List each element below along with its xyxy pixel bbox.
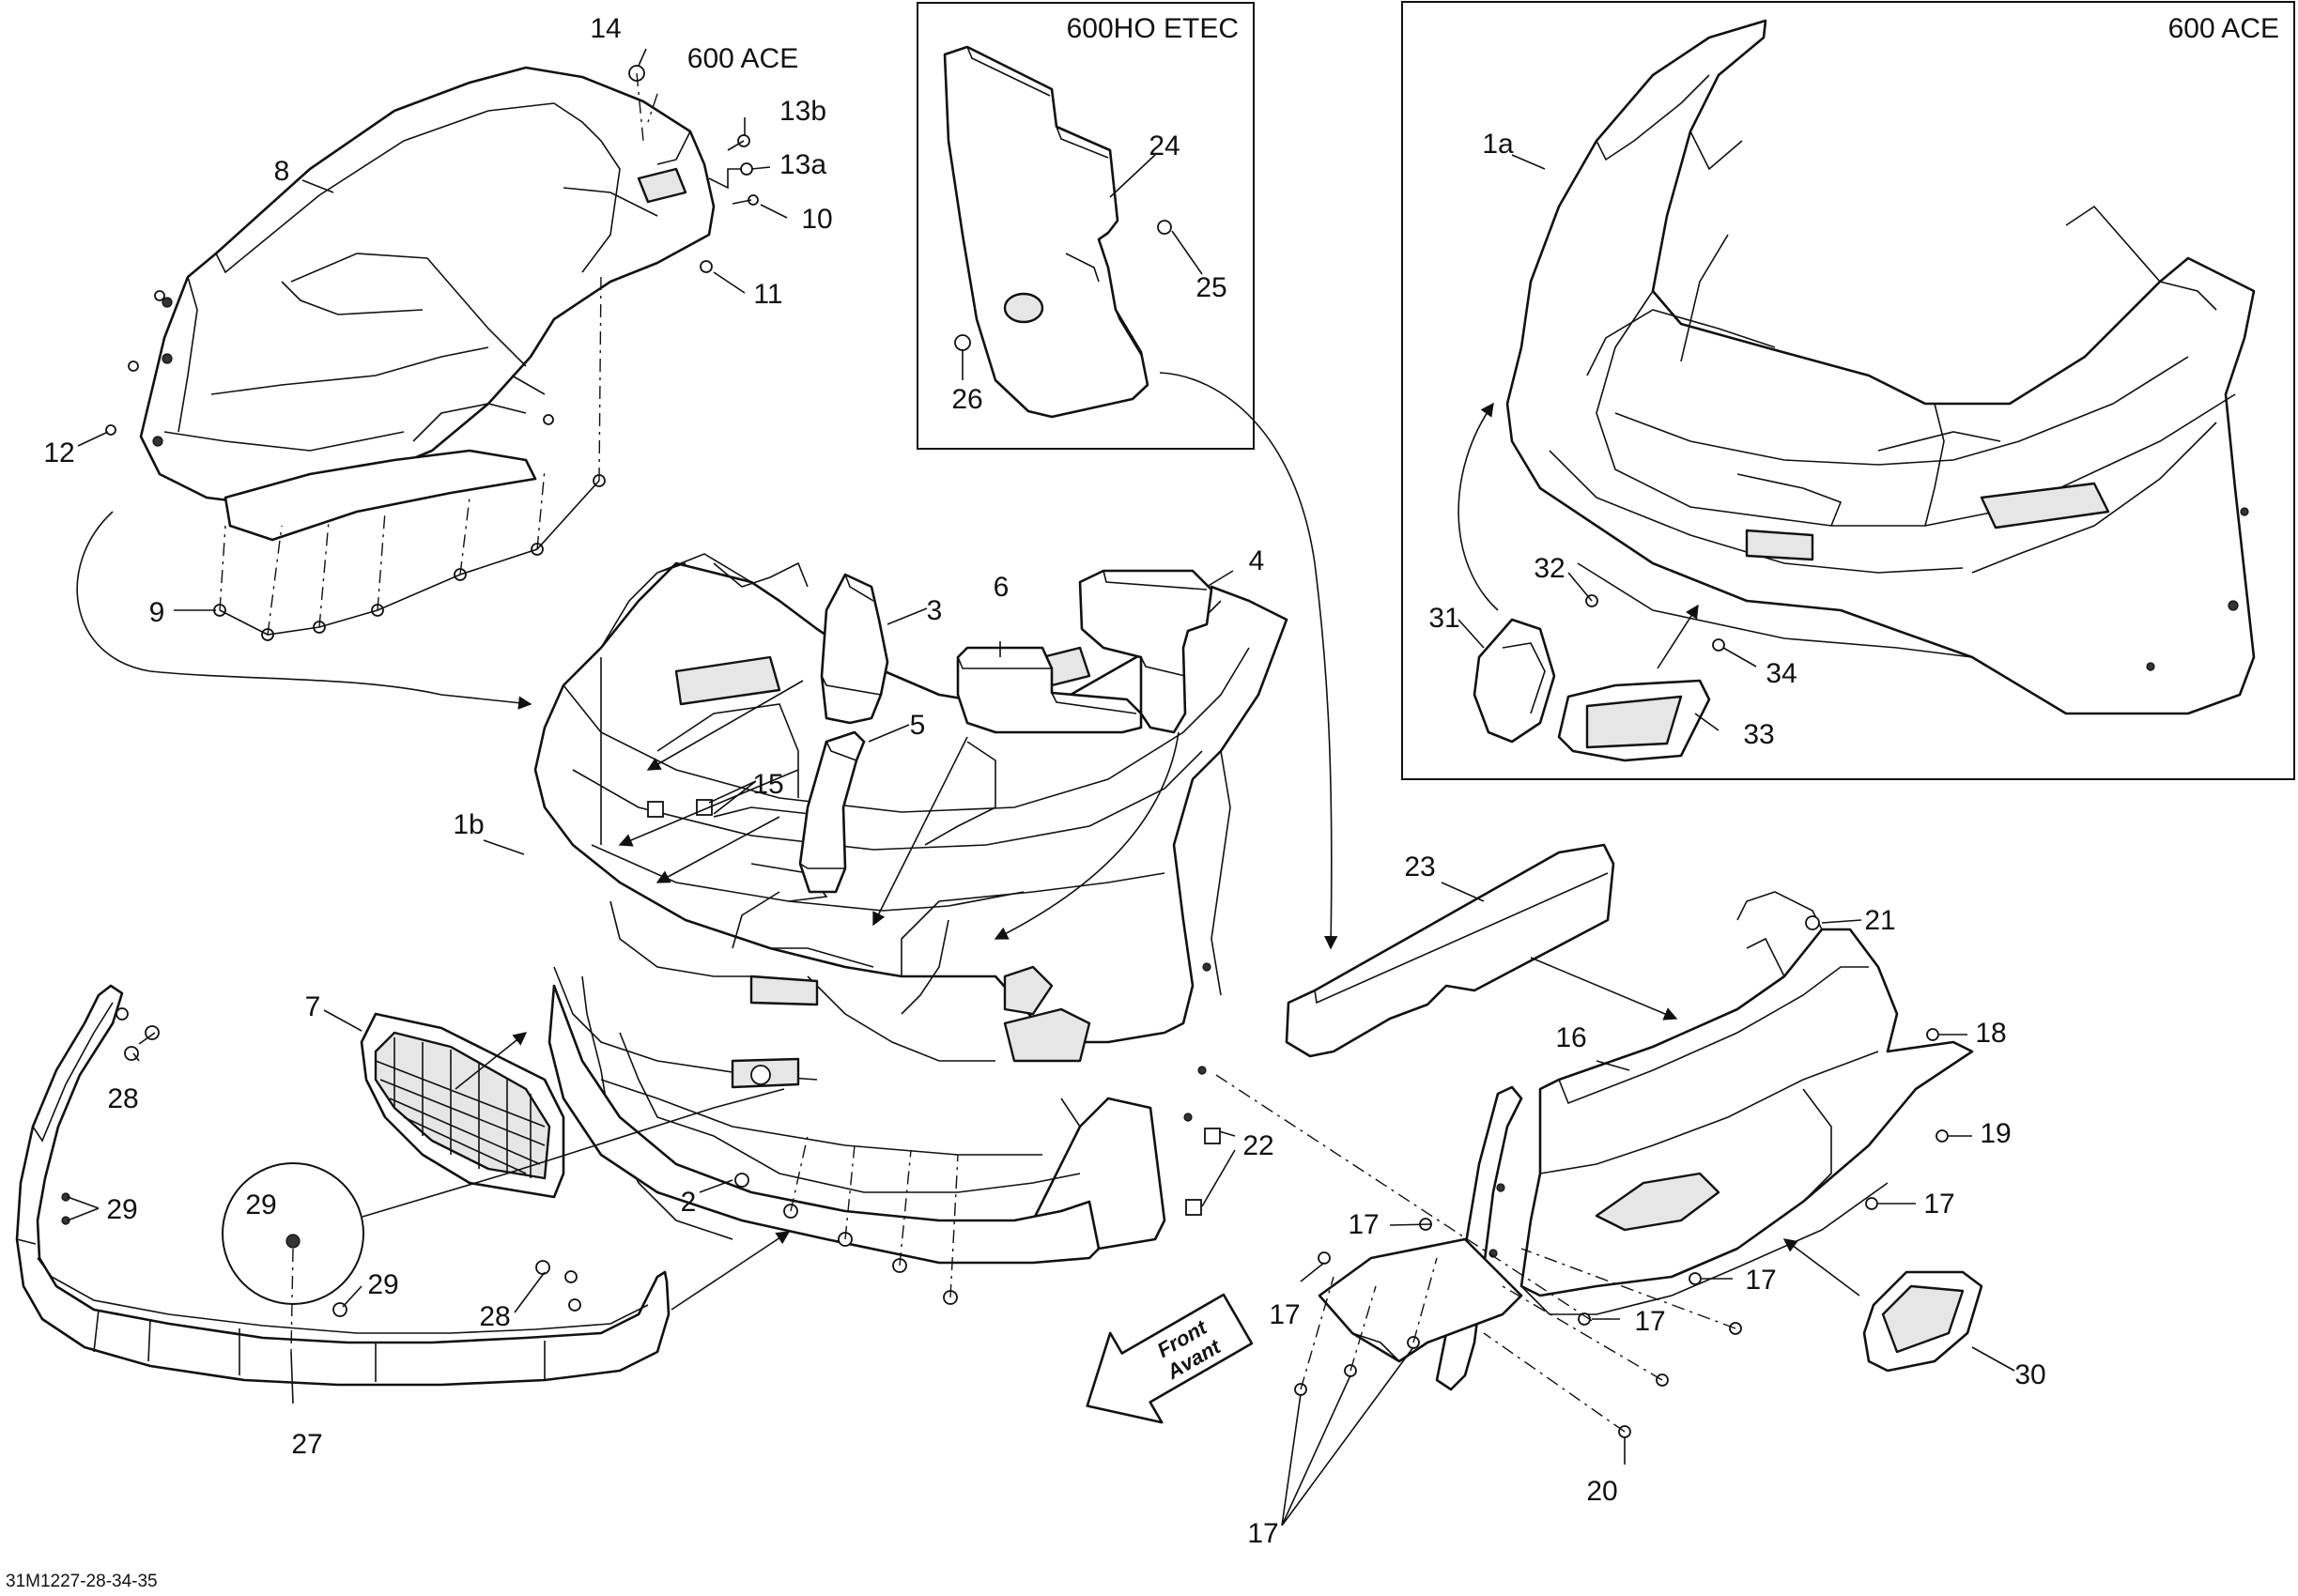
callout-30: 30 (2014, 1359, 2045, 1390)
diagram-code: 31M1227-28-34-35 (6, 1572, 158, 1591)
callout-4: 4 (1249, 545, 1265, 576)
leader-lines (67, 48, 2015, 1527)
variant-label-600-ace: 600 ACE (687, 43, 798, 74)
inset-title-600ho-etec: 600HO ETEC (1067, 13, 1239, 44)
callout-11: 11 (753, 279, 782, 310)
front-direction-arrow: Front Avant (1086, 1293, 1254, 1424)
callout-13a: 13a (779, 149, 826, 180)
callout-18: 18 (1975, 1018, 2006, 1049)
callout-1a: 1a (1482, 129, 1514, 160)
callout-26: 26 (951, 384, 982, 415)
callout-31: 31 (1428, 603, 1459, 634)
fastener-13a (740, 162, 753, 176)
part-7-grille (360, 1012, 565, 1199)
callout-15: 15 (752, 769, 783, 800)
callout-9: 9 (149, 597, 165, 628)
callout-17-f: 17 (1247, 1518, 1278, 1549)
callout-16: 16 (1555, 1022, 1586, 1053)
callout-8: 8 (274, 156, 290, 187)
callout-33: 33 (1743, 719, 1774, 750)
callout-27: 27 (291, 1429, 322, 1460)
part-16-bracket (1435, 1085, 1523, 1391)
callout-32: 32 (1534, 553, 1565, 584)
callout-19: 19 (1980, 1118, 2011, 1149)
fastener-11 (700, 260, 713, 273)
callout-24: 24 (1149, 130, 1180, 161)
part-24-foam-block (943, 45, 1149, 419)
part-5-foam (798, 730, 866, 894)
callout-7: 7 (305, 991, 321, 1022)
inset-600ho-etec: 600HO ETEC (917, 2, 1255, 450)
callout-17-a: 17 (1348, 1209, 1379, 1240)
callout-29-c: 29 (367, 1269, 398, 1300)
callout-10: 10 (801, 204, 832, 235)
callout-5: 5 (910, 710, 926, 741)
callout-29-a: 29 (106, 1194, 137, 1225)
part-2-lower-panel (548, 984, 1101, 1265)
callout-1b: 1b (453, 809, 484, 840)
callout-2: 2 (681, 1187, 697, 1218)
callout-3: 3 (927, 595, 943, 626)
callout-6: 6 (994, 572, 1010, 603)
inset-600-ace: 600 ACE (1401, 1, 2295, 780)
callout-34: 34 (1766, 658, 1797, 689)
callout-23: 23 (1404, 852, 1435, 882)
detail-circle-29 (222, 1162, 364, 1305)
callout-14: 14 (590, 13, 621, 44)
part-3-foam (820, 573, 889, 725)
callout-17-c: 17 (1634, 1306, 1665, 1337)
callout-12: 12 (43, 437, 74, 468)
callout-21: 21 (1864, 905, 1895, 936)
callout-17-e: 17 (1923, 1189, 1954, 1220)
part-8-console-assembly (139, 66, 716, 542)
part-23-foam (1285, 843, 1615, 1058)
callout-17-b: 17 (1269, 1299, 1300, 1330)
part-16-side-panel (1519, 891, 1974, 1315)
callout-13b: 13b (779, 96, 826, 127)
inset-title-600-ace: 600 ACE (2168, 13, 2279, 44)
callout-28-b: 28 (479, 1301, 510, 1332)
part-1a-hood (1505, 19, 2256, 715)
part-4-foam (1078, 569, 1213, 734)
part-27-bumper (15, 984, 671, 1387)
callout-20: 20 (1586, 1476, 1617, 1507)
callout-22: 22 (1242, 1130, 1273, 1161)
callout-25: 25 (1195, 272, 1226, 303)
callout-29-b: 29 (245, 1189, 276, 1220)
callout-labels: 1a 1b 2 3 4 5 6 7 8 9 10 11 12 13a 13b 1… (43, 13, 2045, 1549)
callout-28-a: 28 (107, 1083, 138, 1114)
callout-17-d: 17 (1745, 1265, 1776, 1296)
